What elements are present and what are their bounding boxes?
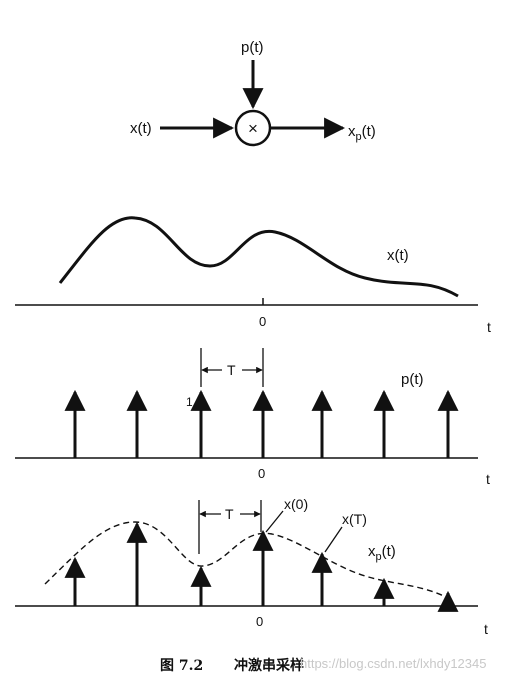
period-label: T xyxy=(227,362,236,378)
amplitude-label: 1 xyxy=(186,395,193,409)
input-label: x(t) xyxy=(130,120,152,137)
sampled-impulses xyxy=(64,521,459,612)
sample-0-pointer xyxy=(265,510,284,533)
sample-0-label: x(0) xyxy=(284,496,308,512)
modulator-label: p(t) xyxy=(241,39,264,56)
panel-xp-of-t: T x(0) x(T) xp(t) 0 t xyxy=(15,496,488,637)
multiplier-symbol: × xyxy=(248,119,258,138)
sample-T-label: x(T) xyxy=(342,511,367,527)
multiplier-node xyxy=(234,109,272,147)
axis-label: t xyxy=(486,471,490,487)
impulse-train xyxy=(64,389,459,458)
figure-number: 图 7.2 xyxy=(160,658,203,674)
watermark: https://blog.csdn.net/lxhdy12345 xyxy=(300,656,486,671)
origin-label: 0 xyxy=(259,314,266,329)
panel-p-of-t: T 1 0 t p(t) xyxy=(15,348,490,487)
signal-x-curve xyxy=(58,216,459,298)
origin-label: 0 xyxy=(258,466,265,481)
output-label: xp(t) xyxy=(348,123,376,143)
sample-T-pointer xyxy=(324,526,343,553)
signal-label: x(t) xyxy=(387,247,409,264)
panel-x-of-t: 0 t x(t) xyxy=(15,216,491,335)
period-label: T xyxy=(225,506,234,522)
figure-caption: 图 7.2 冲激串采样 https://blog.csdn.net/lxhdy1… xyxy=(160,656,486,674)
axis-label: t xyxy=(484,621,488,637)
signal-label: xp(t) xyxy=(368,543,396,563)
origin-label: 0 xyxy=(256,614,263,629)
block-diagram: p(t) x(t) × xp(t) xyxy=(130,39,376,147)
signal-label: p(t) xyxy=(401,371,424,388)
envelope-dashed-curve xyxy=(44,521,449,599)
axis-label: t xyxy=(487,319,491,335)
figure-title: 冲激串采样 xyxy=(234,657,304,674)
